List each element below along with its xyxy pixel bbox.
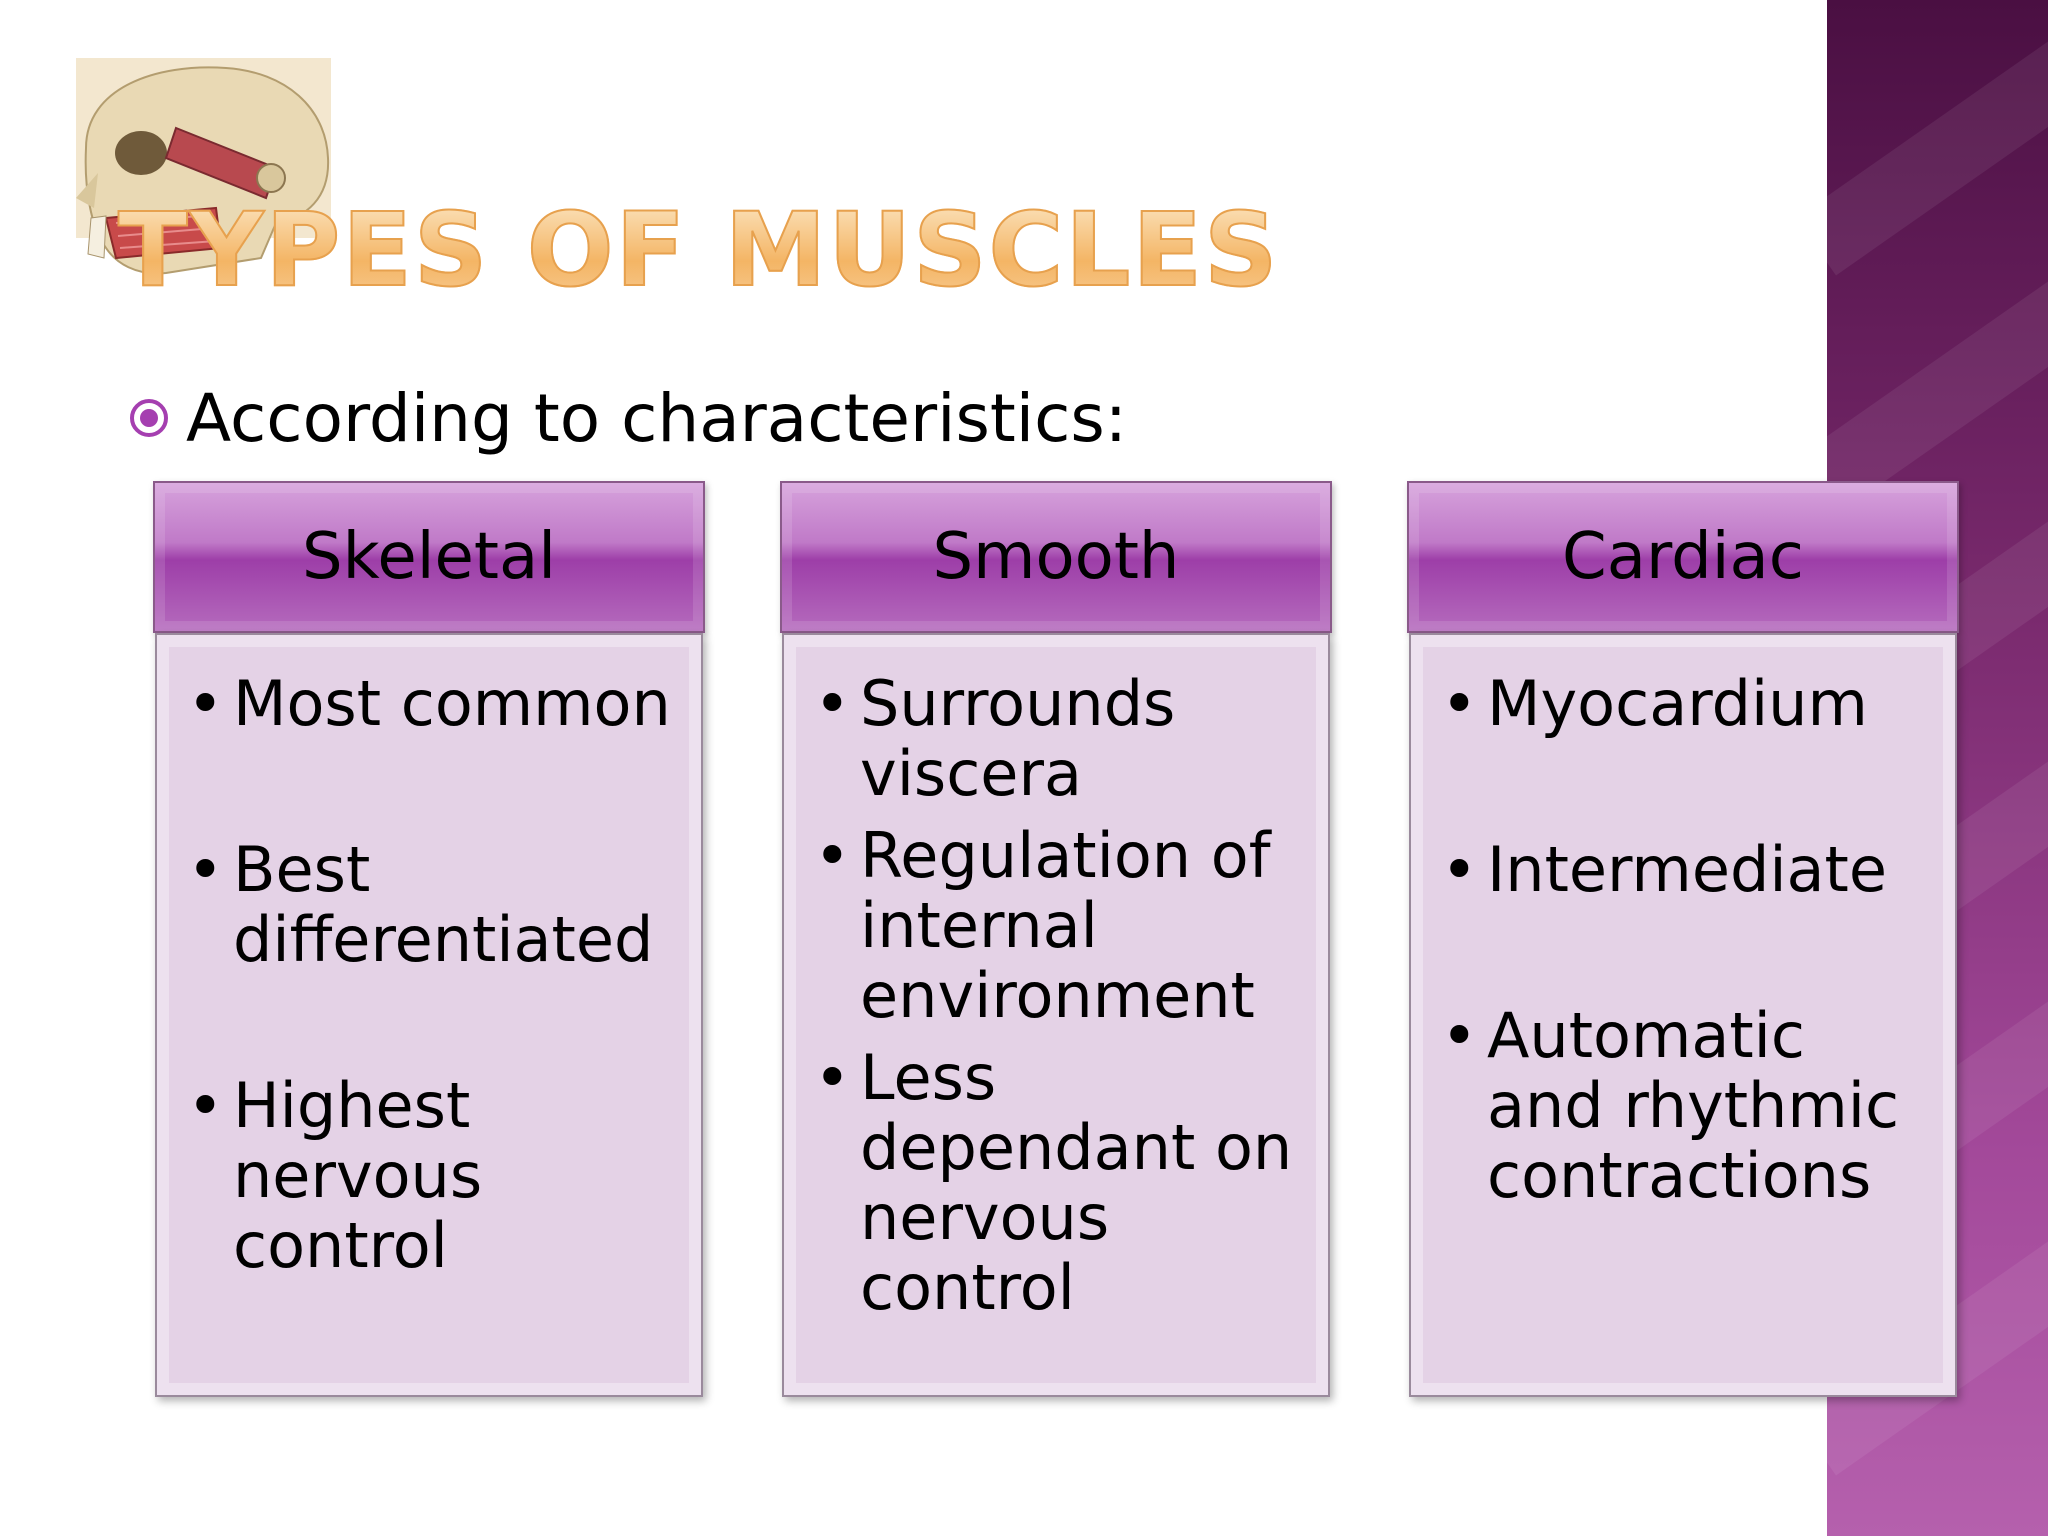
list-item: •Intermediate: [1441, 835, 1939, 905]
column-header-label: Cardiac: [1562, 520, 1804, 594]
intro-text: According to characteristics:: [186, 379, 1127, 457]
column-body: •Surrounds viscera •Regulation of intern…: [782, 633, 1330, 1397]
column-body: •Most common •Best differentiated •Highe…: [155, 633, 703, 1397]
column-body: •Myocardium •Intermediate •Automatic and…: [1409, 633, 1957, 1397]
list-item-text: Best differentiated: [233, 833, 654, 976]
column-header: Skeletal: [153, 481, 705, 633]
column-header: Smooth: [780, 481, 1332, 633]
slide-title: TYPES OF MUSCLES: [117, 191, 1280, 310]
list-item-text: Intermediate: [1487, 833, 1888, 906]
skull-jaw-muscle-illustration: [76, 58, 331, 275]
list-item-text: Surrounds viscera: [860, 667, 1176, 810]
list-item: •Highest nervous control: [187, 1071, 685, 1281]
list-item: •Less dependant on nervous control: [814, 1043, 1312, 1323]
list-item: •Most common: [187, 669, 685, 739]
column-header-label: Skeletal: [301, 520, 557, 594]
list-item: •Automatic and rhythmic contractions: [1441, 1001, 1939, 1211]
list-item-text: Less dependant on nervous control: [860, 1041, 1293, 1324]
list-item: •Best differentiated: [187, 835, 685, 975]
column-header-label: Smooth: [932, 520, 1180, 594]
list-item: •Surrounds viscera: [814, 669, 1312, 809]
intro-bullet: According to characteristics:: [128, 378, 1127, 458]
target-circle-icon: [130, 399, 168, 437]
list-item-text: Automatic and rhythmic contractions: [1487, 999, 1900, 1212]
list-item-text: Highest nervous control: [233, 1069, 483, 1282]
column-skeletal: Skeletal •Most common •Best differentiat…: [153, 481, 705, 1397]
list-item: •Regulation of internal environment: [814, 821, 1312, 1031]
list-item-text: Myocardium: [1487, 667, 1868, 740]
list-item: •Myocardium: [1441, 669, 1939, 739]
column-cardiac: Cardiac •Myocardium •Intermediate •Autom…: [1407, 481, 1959, 1397]
list-item-text: Most common: [233, 667, 671, 740]
list-item-text: Regulation of internal environment: [860, 819, 1271, 1032]
column-header: Cardiac: [1407, 481, 1959, 633]
column-smooth: Smooth •Surrounds viscera •Regulation of…: [780, 481, 1332, 1397]
